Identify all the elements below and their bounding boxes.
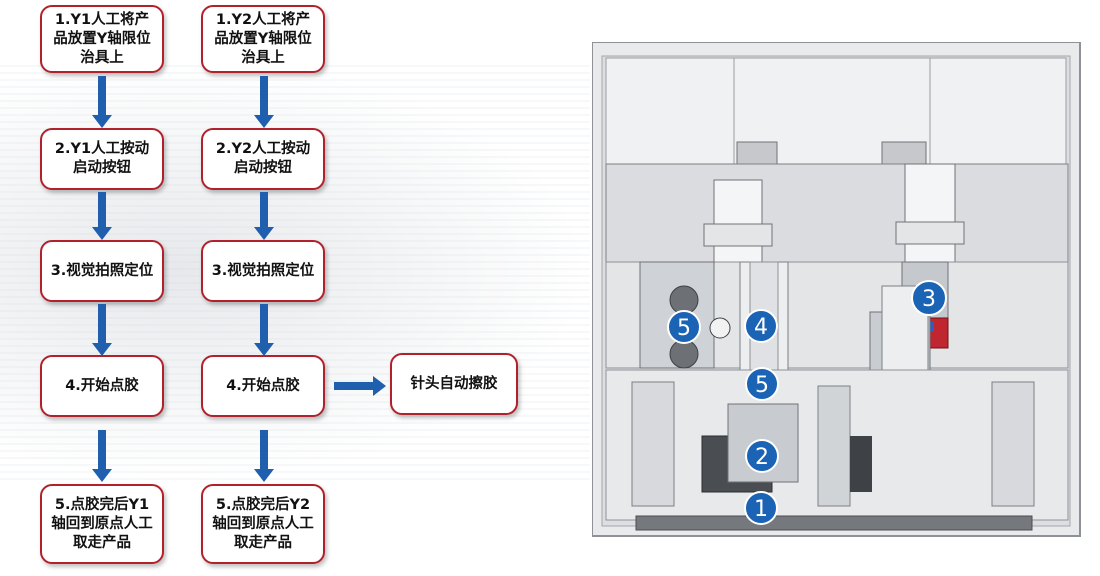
marker-5-slide-text: 5 bbox=[755, 373, 769, 398]
right-step-5-label: 5.点胶完后Y2轴回到原点人工取走产品 bbox=[212, 496, 314, 551]
left-arrow-1 bbox=[92, 76, 112, 128]
marker-5-slide: 5 bbox=[745, 367, 779, 401]
right-step-3-label: 3.视觉拍照定位 bbox=[211, 262, 315, 279]
marker-3: 3 bbox=[911, 280, 947, 316]
side-guard-right bbox=[991, 381, 1035, 507]
right-step-1: 1.Y2人工将产品放置Y轴限位治具上 bbox=[201, 5, 325, 73]
left-step-4: 4.开始点胶 bbox=[40, 355, 164, 417]
left-step-3: 3.视觉拍照定位 bbox=[40, 240, 164, 302]
camera-lens-top bbox=[669, 285, 699, 315]
z-column-right bbox=[904, 163, 956, 271]
right-step-2: 2.Y2人工按动启动按钮 bbox=[201, 128, 325, 190]
left-arrow-3 bbox=[92, 304, 112, 356]
marker-2: 2 bbox=[745, 439, 779, 473]
marker-4-text: 4 bbox=[754, 315, 768, 340]
right-step-4-label: 4.开始点胶 bbox=[226, 377, 300, 394]
top-panel-right bbox=[929, 57, 1067, 165]
left-step-3-label: 3.视觉拍照定位 bbox=[50, 262, 154, 279]
marker-4: 4 bbox=[744, 309, 778, 343]
marker-5-camera-text: 5 bbox=[677, 316, 691, 341]
side-step-label: 针头自动擦胶 bbox=[410, 375, 498, 392]
gantry-beam bbox=[605, 163, 1069, 263]
top-panel-left bbox=[605, 57, 735, 165]
left-arrow-4 bbox=[92, 430, 112, 482]
right-step-5: 5.点胶完后Y2轴回到原点人工取走产品 bbox=[201, 484, 325, 564]
right-step-3: 3.视觉拍照定位 bbox=[201, 240, 325, 302]
cable-block bbox=[850, 436, 872, 492]
right-arrow-4 bbox=[254, 430, 274, 482]
center-rail bbox=[817, 385, 851, 507]
right-arrow-1 bbox=[254, 76, 274, 128]
marker-2-text: 2 bbox=[755, 445, 769, 470]
left-step-1-label: 1.Y1人工将产品放置Y轴限位治具上 bbox=[53, 11, 151, 66]
right-step-4: 4.开始点胶 bbox=[201, 355, 325, 417]
side-guard-left bbox=[631, 381, 675, 507]
marker-3-text: 3 bbox=[922, 287, 936, 312]
z-clamp-left bbox=[703, 223, 773, 247]
bracket-right bbox=[881, 141, 927, 167]
machine-base bbox=[635, 515, 1033, 531]
left-step-5: 5.点胶完后Y1轴回到原点人工取走产品 bbox=[40, 484, 164, 564]
camera-lens-bottom bbox=[669, 339, 699, 369]
marker-1-text: 1 bbox=[754, 497, 768, 522]
bracket-left bbox=[736, 141, 778, 167]
z-clamp-right bbox=[895, 221, 965, 245]
right-arrow-2 bbox=[254, 192, 274, 240]
left-step-2: 2.Y1人工按动启动按钮 bbox=[40, 128, 164, 190]
marker-1: 1 bbox=[744, 491, 778, 525]
machine-drawing: 1 2 3 4 5 5 bbox=[592, 42, 1081, 537]
right-step-2-label: 2.Y2人工按动启动按钮 bbox=[215, 141, 311, 176]
left-arrow-2 bbox=[92, 192, 112, 240]
left-step-4-label: 4.开始点胶 bbox=[65, 377, 139, 394]
left-step-5-label: 5.点胶完后Y1轴回到原点人工取走产品 bbox=[51, 496, 153, 551]
side-arrow bbox=[334, 376, 386, 396]
side-step-wipe: 针头自动擦胶 bbox=[390, 353, 518, 415]
needle-cleaner bbox=[709, 317, 731, 339]
marker-5-camera: 5 bbox=[667, 310, 701, 344]
right-step-1-label: 1.Y2人工将产品放置Y轴限位治具上 bbox=[214, 11, 312, 66]
left-step-2-label: 2.Y1人工按动启动按钮 bbox=[54, 141, 150, 176]
left-step-1: 1.Y1人工将产品放置Y轴限位治具上 bbox=[40, 5, 164, 73]
right-arrow-3 bbox=[254, 304, 274, 356]
